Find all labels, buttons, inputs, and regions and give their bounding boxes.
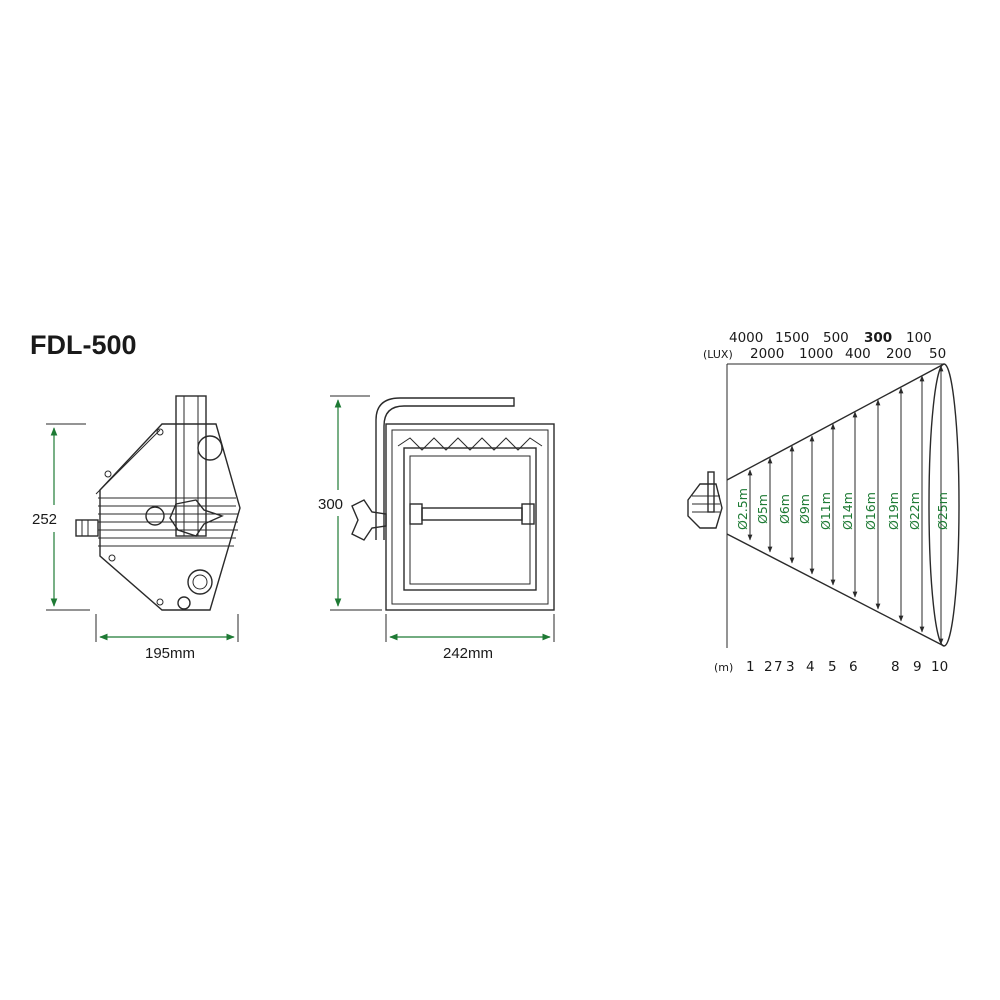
beam-diameter-label: Ø11m xyxy=(818,492,833,530)
lux-scale-bottom: (LUX) 2000 1000 400 200 50 xyxy=(703,346,946,362)
distance-scale: (m) 1 2 7 3 4 5 6 8 9 10 xyxy=(714,659,948,675)
model-title: FDL-500 xyxy=(30,330,137,360)
lux-scale-top: 4000 1500 500 300 100 xyxy=(729,330,932,346)
beam-diameter-label: Ø14m xyxy=(840,492,855,530)
distance-value: 10 xyxy=(931,659,948,675)
distance-value: 9 xyxy=(913,659,922,675)
side-view-drawing xyxy=(75,395,241,611)
beam-diameter-label: Ø25m xyxy=(935,492,950,530)
fixture-icon xyxy=(687,471,723,529)
lux-value: 1000 xyxy=(799,346,833,362)
side-width-label: 195mm xyxy=(145,645,195,662)
distance-value: 7 xyxy=(774,659,783,675)
beam-cone-diagram: Ø2.5m Ø5m Ø6m Ø9m Ø11m Ø14m Ø16m Ø19m Ø2… xyxy=(687,363,960,648)
front-view-drawing xyxy=(351,397,555,611)
beam-diameter-label: Ø22m xyxy=(907,492,922,530)
lux-value: 100 xyxy=(906,330,932,346)
distance-value: 5 xyxy=(828,659,837,675)
lux-value: 400 xyxy=(845,346,871,362)
lux-value: 2000 xyxy=(750,346,784,362)
distance-value: 3 xyxy=(786,659,795,675)
beam-diameter-label: Ø19m xyxy=(886,492,901,530)
beam-diameter-label: Ø6m xyxy=(777,494,792,524)
lux-value: 4000 xyxy=(729,330,763,346)
distance-unit-label: (m) xyxy=(714,661,733,674)
distance-value: 2 xyxy=(764,659,773,675)
beam-diameter-label: Ø9m xyxy=(797,494,812,524)
beam-diameter-label: Ø5m xyxy=(755,494,770,524)
lux-value: 50 xyxy=(929,346,946,362)
distance-value: 6 xyxy=(849,659,858,675)
lux-unit-label: (LUX) xyxy=(703,348,733,361)
lux-value: 500 xyxy=(823,330,849,346)
lux-value: 300 xyxy=(864,330,892,346)
lux-value: 200 xyxy=(886,346,912,362)
lux-value: 1500 xyxy=(775,330,809,346)
beam-diameter-label: Ø16m xyxy=(863,492,878,530)
front-height-label: 300 xyxy=(318,496,343,513)
front-width-label: 242mm xyxy=(443,645,493,662)
distance-value: 4 xyxy=(806,659,815,675)
distance-value: 1 xyxy=(746,659,755,675)
front-view-dimensions: 300 242mm xyxy=(318,395,555,662)
beam-diameter-label: Ø2.5m xyxy=(735,488,750,530)
distance-value: 8 xyxy=(891,659,900,675)
side-height-label: 252 xyxy=(32,511,57,528)
side-view-dimensions: 252 195mm xyxy=(32,423,239,662)
